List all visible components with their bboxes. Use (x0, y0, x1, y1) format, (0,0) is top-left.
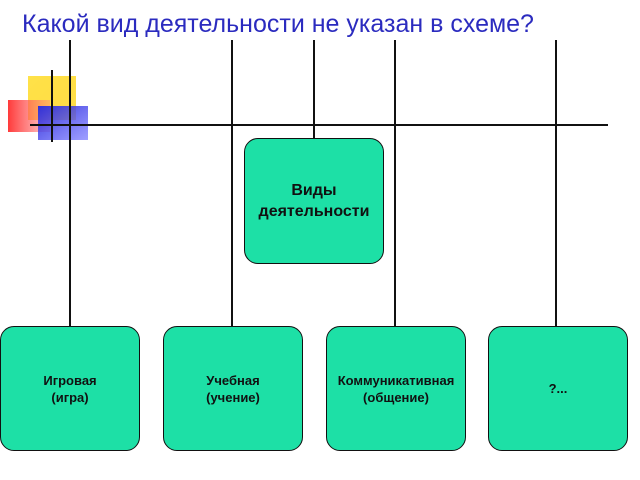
center-node-label: Виды деятельности (258, 182, 370, 220)
deco-blue-square (38, 106, 88, 140)
center-node-activity-types: Виды деятельности (244, 138, 384, 264)
child-node-communication: Коммуникативная (общение) (326, 326, 466, 451)
slide-title: Какой вид деятельности не указан в схеме… (22, 10, 534, 38)
child-node-label: ?... (548, 381, 568, 396)
child-node-study: Учебная (учение) (163, 326, 303, 451)
child-node-play: Игровая (игра) (0, 326, 140, 451)
child-node-label: Учебная (учение) (206, 372, 260, 405)
child-node-label: Коммуникативная (общение) (337, 372, 455, 405)
child-node-label: Игровая (игра) (43, 372, 97, 405)
child-node-unknown: ?... (488, 326, 628, 451)
